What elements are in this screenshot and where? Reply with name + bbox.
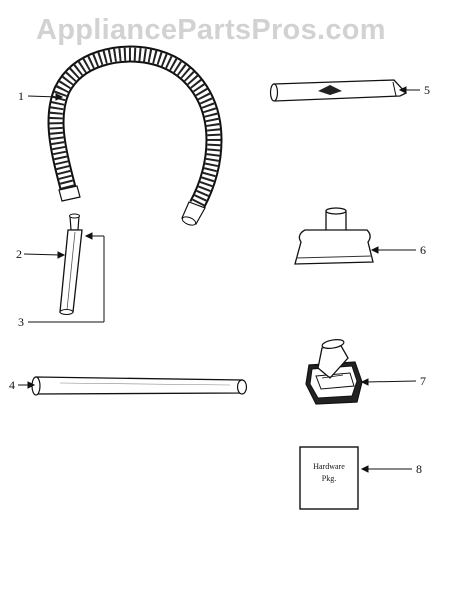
hardware-package-box [299,446,359,510]
watermark-text: AppliancePartsPros.com [36,14,386,46]
extension-wand-part [31,376,248,396]
callout-2: 2 [16,247,22,261]
hardware-label-line2: Pkg. [321,474,337,483]
crevice-tool-part [269,79,408,102]
wand-tube-part [59,213,83,315]
callout-1: 1 [18,89,24,103]
leader-lines [18,86,420,473]
callout-7: 7 [420,374,426,388]
callout-4: 4 [9,378,15,392]
callout-8: 8 [416,462,422,476]
hardware-package-label: Hardware Pkg. [300,461,358,485]
upholstery-tool-part [294,207,374,265]
callout-5: 5 [424,83,430,97]
callout-3: 3 [18,315,24,329]
callout-6: 6 [420,243,426,257]
dusting-brush-part [305,339,363,405]
hose-part [47,45,223,226]
hardware-label-line1: Hardware [313,462,345,471]
